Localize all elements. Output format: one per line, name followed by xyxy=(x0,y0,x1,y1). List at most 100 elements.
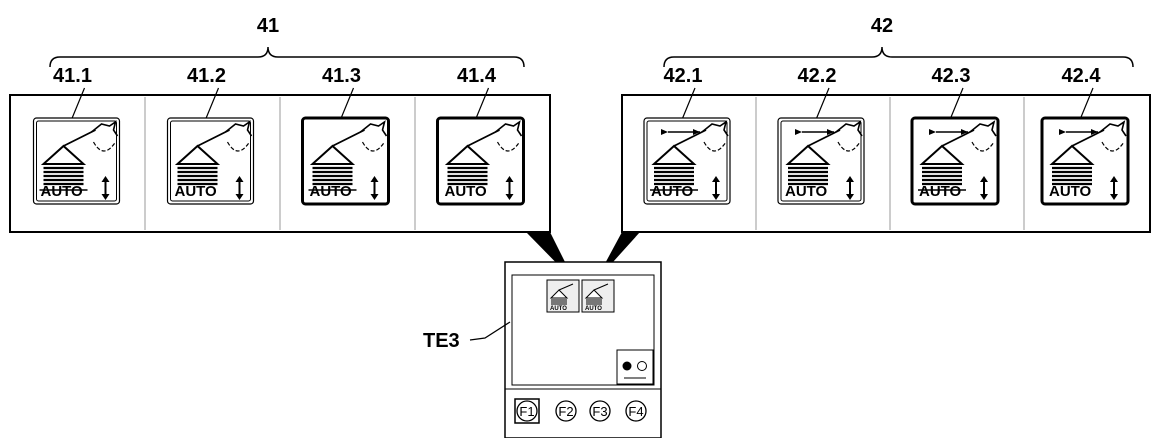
icon-41-4-roof xyxy=(444,144,491,165)
icon-leader-line xyxy=(69,87,86,123)
group-42-label: 42 xyxy=(871,15,893,37)
function-key-label: F1 xyxy=(519,404,534,419)
icon-41-2-arm xyxy=(197,129,230,147)
function-key-circle[interactable] xyxy=(555,400,577,422)
icon-41-3-arm xyxy=(332,129,365,147)
icon-42-4-arrow-up xyxy=(1110,176,1118,182)
icon-41-2-auto-text: AUTO xyxy=(175,183,218,200)
icon-leader-line xyxy=(203,87,220,123)
icon-42-1-frame-inner xyxy=(646,120,728,202)
mini-auto-text: AUTO xyxy=(550,306,567,312)
icon-label: 41.1 xyxy=(53,65,92,87)
icon-42-1-swing-arc xyxy=(703,141,727,152)
icon-42-3-arm xyxy=(941,129,975,147)
icon-label: 41.3 xyxy=(322,65,361,87)
icon-42-3-auto-text: AUTO xyxy=(919,183,962,200)
icon-label: 42.2 xyxy=(798,65,837,87)
device-te3: AUTO AUTO F1 F2 F3 F4 xyxy=(504,261,662,438)
mini-roof xyxy=(549,289,569,299)
icon-label: 41.2 xyxy=(187,65,226,87)
function-key-circle[interactable] xyxy=(625,400,647,422)
icon-42-2-arrow-down xyxy=(846,194,854,200)
indicator-dot-empty xyxy=(637,361,647,371)
mini-auto-text: AUTO xyxy=(585,306,602,312)
icon-42-4-auto-text: AUTO xyxy=(1049,183,1092,200)
icon-41-4-hand xyxy=(495,120,523,137)
icon-leader-line xyxy=(814,87,830,123)
icon-42-2-arrow-up xyxy=(846,176,854,182)
function-key-circle[interactable] xyxy=(516,400,538,422)
function-key-label: F2 xyxy=(558,404,573,419)
mini-icon-41: AUTO xyxy=(549,283,574,312)
icon-41-3-arrow-down xyxy=(370,194,379,200)
icon-42-1-hand xyxy=(701,120,729,137)
icon-label: 41.4 xyxy=(457,65,497,87)
icon-41-4-arrow-up xyxy=(505,176,514,182)
icon-label: 42.3 xyxy=(932,65,971,87)
icon-leader-line xyxy=(338,87,355,123)
icons-layer: 41.1AUTO41.2AUTO41.3AUTO41.4AUTO42.1AUTO… xyxy=(32,65,1130,206)
function-keys: F1 F2 F3 F4 xyxy=(516,400,647,422)
icon-42-1-arrow-down xyxy=(712,194,720,200)
icon-42-4-roof xyxy=(1049,144,1095,165)
icon-41-4-swing-arc xyxy=(496,141,520,152)
icon-41-2-arrow-up xyxy=(235,176,244,182)
icon-leader-line xyxy=(948,87,964,123)
icon-41-1-arrow-up xyxy=(101,176,110,182)
icon-41-2-roof xyxy=(174,144,221,165)
indicator-dot-filled xyxy=(622,361,632,371)
icon-42-2-arm xyxy=(807,129,841,147)
function-key-label: F3 xyxy=(592,404,607,419)
icon-41-1-arrow-down xyxy=(101,194,110,200)
icon-42-4-swing-arc xyxy=(1101,141,1125,152)
icon-41-2-swing-arc xyxy=(226,141,250,152)
icon-41-2-hand xyxy=(225,120,253,137)
icon-42-4-arm xyxy=(1071,129,1105,147)
icon-42-2-swing-arc xyxy=(837,141,861,152)
icon-42-3-hand xyxy=(969,120,997,137)
icon-42-3-swing-arc xyxy=(971,141,995,152)
icon-42-1-roof xyxy=(651,144,697,165)
icon-41-3-auto-text: AUTO xyxy=(310,183,353,200)
icon-41-1-swing-arc xyxy=(92,141,116,152)
icon-label: 42.1 xyxy=(664,65,703,87)
icon-leader-line xyxy=(473,87,490,123)
mini-arm xyxy=(558,283,574,291)
indicator-box xyxy=(616,349,654,385)
function-key-label: F4 xyxy=(628,404,643,419)
icon-42-2-auto-text: AUTO xyxy=(785,183,828,200)
icon-42-3-arrow-up xyxy=(980,176,988,182)
mini-arm xyxy=(593,283,609,291)
icon-42-2-roof xyxy=(785,144,831,165)
icon-leader-line xyxy=(680,87,696,123)
icon-41-1-auto-text: AUTO xyxy=(41,183,84,200)
group-41-brace xyxy=(49,46,525,68)
icon-41-4-auto-text: AUTO xyxy=(445,183,488,200)
icon-leader-line xyxy=(1078,87,1094,123)
function-key-circle[interactable] xyxy=(589,400,611,422)
icon-41-2-arrow-down xyxy=(235,194,244,200)
icon-41-3-arrow-up xyxy=(370,176,379,182)
icon-42-3-roof xyxy=(919,144,965,165)
function-key-f3[interactable]: F3 xyxy=(589,400,611,422)
icon-41-1-arm xyxy=(63,129,96,147)
icon-41-3-roof xyxy=(309,144,356,165)
icon-42-1-auto-text: AUTO xyxy=(651,183,694,200)
function-key-f2[interactable]: F2 xyxy=(555,400,577,422)
icon-42-2-hand xyxy=(835,120,863,137)
icon-label: 42.4 xyxy=(1062,65,1102,87)
icon-42-2-frame-inner xyxy=(780,120,862,202)
icon-41-1-roof xyxy=(40,144,87,165)
group-41-label: 41 xyxy=(257,15,279,37)
function-key-f1[interactable]: F1 xyxy=(516,400,538,422)
function-key-f4[interactable]: F4 xyxy=(625,400,647,422)
icon-41-4-arrow-down xyxy=(505,194,514,200)
